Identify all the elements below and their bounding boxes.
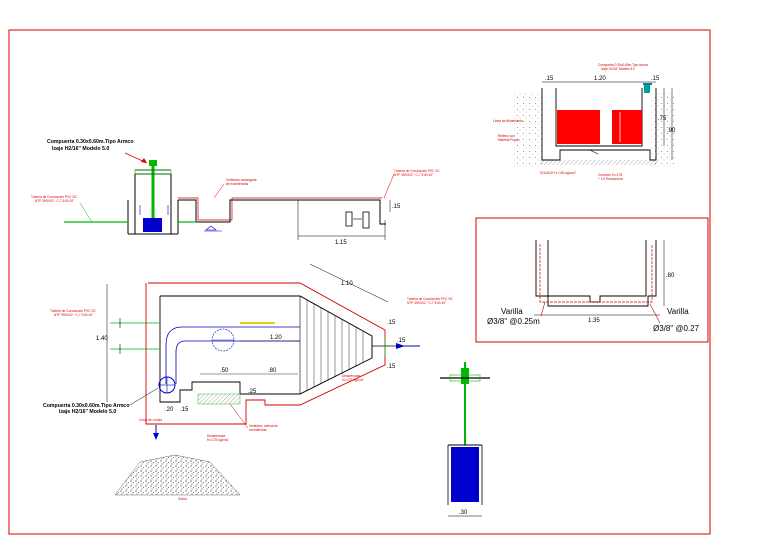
note-plan-desarenador2-1: Desarenador: [207, 434, 226, 438]
varilla-left-line2: Ø3/8" @0.25m: [487, 317, 540, 326]
dim-plan-050: .50: [220, 368, 229, 374]
gate-elevation-leaf: [451, 447, 479, 502]
flow-arrow-icon: [396, 343, 405, 349]
note-section-afinamiento: Línea de Afinamiento: [493, 119, 523, 123]
note-section-gate-1: Compuerta 0.30x0.60m.Tipo Armco: [598, 63, 648, 67]
dim-plan-020: .20: [165, 407, 174, 413]
varilla-right-line2: Ø3/8" @0.27: [653, 324, 700, 333]
note-pipe-inlet-1: Tubería de Conducción PVC SC: [31, 195, 77, 199]
sheet-frame: [8, 29, 711, 535]
dim-section-090: .90: [667, 128, 676, 134]
dim-section-120: 1.20: [594, 76, 606, 82]
note-weir-2: de excedencias: [226, 182, 249, 186]
dim-plan-015b: .15: [387, 320, 396, 326]
note-section-relleno-1: Relleno con: [498, 134, 515, 138]
note-weir-1: Vertedero rectangular: [226, 178, 258, 182]
dim-gate-030: .30: [459, 510, 468, 516]
gate-title-top-line1: Compuerta 0.30x0.60m.Tipo Armco: [47, 139, 134, 145]
note-plan-pipe-left-2: NTP 399.002 · C-7.5 Ø=10": [54, 313, 93, 317]
dim-profile-015: .15: [392, 204, 401, 210]
note-plan-grava: Grava: [178, 497, 187, 501]
note-pipe-inlet-2: NTP 399.002 · C-7.5 Ø=10": [35, 199, 74, 203]
gate-title-top-line2: Izaje H2/16" Modelo 5.0: [52, 146, 109, 152]
note-plan-desarenador-1: Desarenador: [342, 374, 361, 378]
dim-plan-015c: .15: [397, 338, 406, 344]
note-section-concreto-1: Concreto f'c=175: [598, 173, 622, 177]
dim-section-015a: .15: [545, 76, 554, 82]
dim-plan-080: .80: [268, 368, 277, 374]
dim-plan-015a: .15: [180, 407, 189, 413]
note-plan-weir-2: excedencias: [249, 428, 267, 432]
gate-leaf: [143, 218, 162, 232]
note-section-concreto-2: + 1.5 Rompedora: [598, 177, 623, 181]
note-plan-desarenador-2: f'c=175 kg/cm2: [342, 378, 364, 382]
cross-section: 1.20 .15 .15 .75 .90 Compuerta 0.30x0.60…: [493, 63, 676, 181]
gate-stem-cap: [149, 160, 157, 166]
section-red-block-right: [612, 110, 642, 144]
dim-plan-025: .25: [248, 389, 257, 395]
dim-section-075: .75: [658, 116, 667, 122]
dim-section-015b: .15: [651, 76, 660, 82]
varilla-right-line1: Varilla: [667, 307, 689, 316]
dim-rf-080: .80: [666, 273, 675, 279]
note-pipe-outlet-1: Tubería de Conducción PVC SC: [394, 169, 440, 173]
gate-elevation: .30: [440, 362, 490, 517]
note-plan-canal-limpia: Canal de Limpia: [139, 418, 162, 422]
plan-view: 1.10 1.40 1.20 .50 .80 .20 .15 .15 .15 .…: [43, 263, 453, 501]
dim-plan-110: 1.10: [341, 281, 353, 287]
note-plan-desarenador2-2: f'c=175 kg/cm2: [207, 438, 229, 442]
dim-plan-015d: .15: [387, 364, 396, 370]
varilla-left-line1: Varilla: [501, 307, 523, 316]
reinforcement-detail: 1.35 .80 Varilla Ø3/8" @0.25m Varilla Ø3…: [475, 217, 709, 343]
gravel-mound: [114, 454, 241, 496]
section-red-block-left: [557, 110, 600, 144]
flow-arrow-down-icon: [153, 433, 159, 440]
note-plan-weir-1: Vertedero Lateral de: [249, 424, 278, 428]
note-section-relleno-2: Material Propio: [498, 138, 520, 142]
note-plan-pipe-right-2: NTP 399.002 · C-7.5 Ø=10": [407, 301, 446, 305]
dim-plan-120: 1.20: [270, 335, 282, 341]
note-section-gate-2: Izaje H2/16" Modelo 5.0: [601, 67, 635, 71]
note-pipe-outlet-2: NTP 399.002 · C-7.5 Ø=10": [394, 173, 433, 177]
dim-rf-135: 1.35: [588, 318, 600, 324]
gate-title-plan-line2: Izaje H2/16" Modelo 5.0: [59, 409, 116, 415]
dim-profile-115: 1.15: [335, 240, 347, 246]
gate-title-plan-line1: Compuerta 0.30x0.60m.Tipo Armco: [43, 403, 130, 409]
note-section-solado: SOLADO f'c=100 kg/cm2: [540, 171, 576, 175]
note-plan-pipe-left-1: Tubería de Conducción PVC SC: [50, 309, 96, 313]
note-plan-pipe-right-1: Tubería de Conducción PVC SC: [407, 297, 453, 301]
profile-view: Compuerta 0.30x0.60m.Tipo Armco Izaje H2…: [31, 139, 440, 246]
dim-plan-140: 1.40: [96, 336, 108, 342]
